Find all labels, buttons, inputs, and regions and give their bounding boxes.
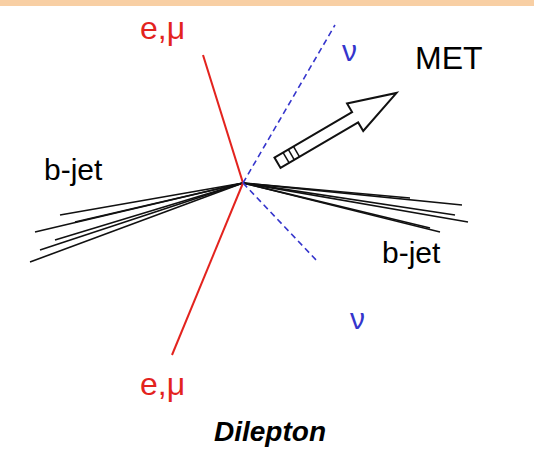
- b-jet-right: [243, 183, 468, 232]
- lepton-label: e,μ: [140, 368, 185, 400]
- lepton-label: e,μ: [140, 12, 185, 44]
- neutrino-label: ν: [350, 304, 365, 334]
- top-band: [0, 0, 534, 6]
- neutrino-label: ν: [342, 36, 357, 66]
- b-jet-left: [30, 183, 243, 262]
- met-label: MET: [415, 42, 483, 74]
- met-arrow: [269, 79, 404, 176]
- caption: Dilepton: [214, 418, 326, 446]
- jet-label: b-jet: [382, 238, 440, 268]
- lepton-tracks: [172, 55, 243, 355]
- jet-label: b-jet: [44, 155, 102, 185]
